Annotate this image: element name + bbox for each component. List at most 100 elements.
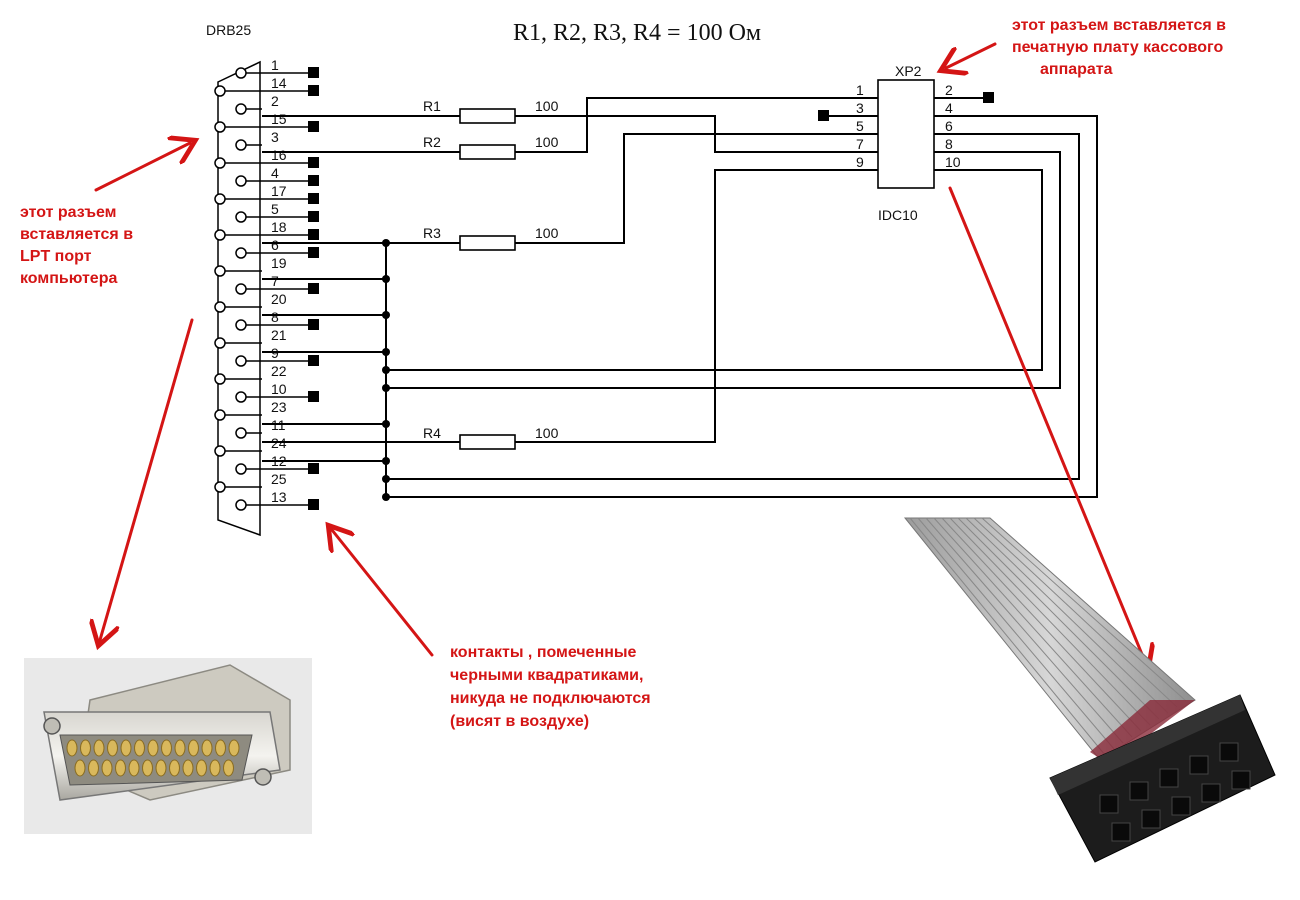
db25-pin-hole-19	[214, 265, 226, 277]
db25-pin-hole-6	[235, 247, 247, 259]
r1-value: 100	[535, 98, 559, 114]
db25-photo	[24, 658, 312, 834]
db25-pin-hole-24	[214, 445, 226, 457]
db25-pin-label-15: 15	[271, 111, 287, 127]
db25-pin-nc-12	[308, 463, 319, 474]
db25-pin-hole-4	[235, 175, 247, 187]
db25-pin-nc-10	[308, 391, 319, 402]
db25-pin-label-5: 5	[271, 201, 279, 217]
db25-pin-nc-5	[308, 211, 319, 222]
db25-pin-hole-9	[235, 355, 247, 367]
db25-pin-hole-17	[214, 193, 226, 205]
xp2-pin-label-1: 1	[856, 82, 864, 98]
wire-xp2-10	[386, 169, 1043, 371]
db25-pin-label-16: 16	[271, 147, 287, 163]
db25-pin-label-1: 1	[271, 57, 279, 73]
arrow-bottom-note-to-pins	[332, 530, 434, 657]
db25-pin-hole-14	[214, 85, 226, 97]
db25-pin-label-7: 7	[271, 273, 279, 289]
wire-xp2-6	[386, 133, 1080, 480]
db25-pin-nc-7	[308, 283, 319, 294]
note-bottom-line2: черными квадратиками,	[450, 667, 643, 684]
db25-pin-label-10: 10	[271, 381, 287, 397]
r3-value: 100	[535, 225, 559, 241]
db25-pin-label-8: 8	[271, 309, 279, 325]
db25-pin-label-4: 4	[271, 165, 279, 181]
note-right-line2: печатную плату кассового	[1012, 39, 1223, 56]
resistor-r4: R4 100	[423, 425, 559, 450]
db25-pin-hole-1	[235, 67, 247, 79]
db25-pin-hole-8	[235, 319, 247, 331]
xp2-pin2-nc	[983, 92, 994, 103]
title: R1, R2, R3, R4 = 100 Ом	[513, 20, 761, 46]
db25-pin-nc-18	[308, 229, 319, 240]
idc10-photo	[903, 517, 1276, 863]
note-bottom-line4: (висят в воздухе)	[450, 713, 589, 730]
note-right-line1: этот разъем вставляется в	[1012, 17, 1226, 34]
db25-pin-hole-2	[235, 103, 247, 115]
note-left-line3: LPT порт	[20, 248, 92, 265]
db25-pin-label-13: 13	[271, 489, 287, 505]
db25-pin-hole-18	[214, 229, 226, 241]
xp2-pin-label-4: 4	[945, 100, 953, 116]
db25-pin-label-20: 20	[271, 291, 287, 307]
db25-pin-nc-6	[308, 247, 319, 258]
resistor-r2: R2 100	[423, 134, 559, 160]
db25-pin-hole-12	[235, 463, 247, 475]
arrow-left-note-to-db25	[94, 143, 190, 192]
db25-pin-hole-21	[214, 337, 226, 349]
db25-pin-nc-14	[308, 85, 319, 96]
db25-pin-hole-25	[214, 481, 226, 493]
db25-pin-label-6: 6	[271, 237, 279, 253]
arrow-right-note-to-xp2	[946, 42, 997, 68]
db25-pin-hole-5	[235, 211, 247, 223]
xp2-pin-label-7: 7	[856, 136, 864, 152]
db25-pin-label-19: 19	[271, 255, 287, 271]
arrow-xp2-to-photo	[948, 186, 1146, 664]
wires	[262, 97, 1098, 498]
db25-pin-nc-4	[308, 175, 319, 186]
db25-pin-hole-11	[235, 427, 247, 439]
wire-r3-xp2-5	[515, 133, 878, 244]
xp2-label: XP2	[895, 63, 922, 79]
db25-pin-hole-10	[235, 391, 247, 403]
xp2-pin-label-8: 8	[945, 136, 953, 152]
db25-pin-hole-16	[214, 157, 226, 169]
r1-label: R1	[423, 98, 441, 114]
db25-pin-nc-9	[308, 355, 319, 366]
r2-value: 100	[535, 134, 559, 150]
wire-xp2-8	[386, 151, 1061, 389]
annotations: этот разъем вставляется в LPT порт компь…	[20, 17, 1226, 730]
note-right-line3: аппарата	[1040, 61, 1113, 78]
db25-pin-label-21: 21	[271, 327, 287, 343]
db25-pin-label-14: 14	[271, 75, 287, 91]
note-left-line1: этот разъем	[20, 204, 117, 221]
xp2-pin-label-10: 10	[945, 154, 961, 170]
resistor-r1: R1 100	[423, 98, 559, 124]
xp2-pin-label-2: 2	[945, 82, 953, 98]
r4-value: 100	[535, 425, 559, 441]
db25-pin-hole-3	[235, 139, 247, 151]
xp2-pin-label-6: 6	[945, 118, 953, 134]
db25-pin-label-23: 23	[271, 399, 287, 415]
db25-pin-hole-23	[214, 409, 226, 421]
db25-pin-label-3: 3	[271, 129, 279, 145]
xp2-pin3-nc	[818, 110, 829, 121]
db25-pin-hole-7	[235, 283, 247, 295]
db25-pin-nc-1	[308, 67, 319, 78]
db25-pin-hole-22	[214, 373, 226, 385]
db25-pin-label-2: 2	[271, 93, 279, 109]
xp2-pin-label-3: 3	[856, 100, 864, 116]
db25-pin-hole-13	[235, 499, 247, 511]
db25-pin-label-25: 25	[271, 471, 287, 487]
note-bottom-line3: никуда не подключаются	[450, 690, 651, 707]
r4-label: R4	[423, 425, 441, 441]
wire-r2-xp2-1	[515, 97, 878, 153]
wire-r4-xp2-9	[515, 169, 878, 443]
arrow-db25-to-photo	[100, 318, 194, 640]
db25-pin-hole-20	[214, 301, 226, 313]
db25-pin-hole-15	[214, 121, 226, 133]
